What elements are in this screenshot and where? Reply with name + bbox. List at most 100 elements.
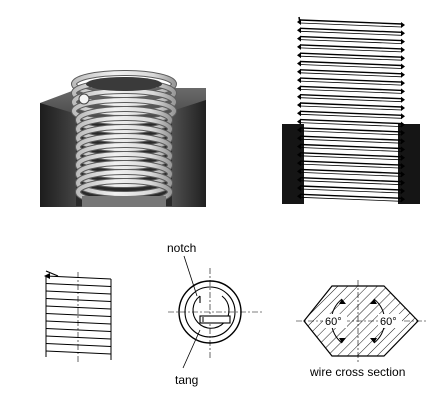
coil-turn-edge [299, 47, 403, 53]
tang-leader [182, 329, 201, 369]
coil-turn [299, 27, 403, 33]
coil-turn [299, 177, 403, 183]
coil-ring-highlight [76, 143, 172, 169]
insert-coil-section [297, 19, 405, 203]
notch-label: notch [167, 241, 196, 255]
coil-turn [299, 60, 403, 67]
coil-tip-left [297, 27, 301, 34]
coil-tip-left [297, 135, 301, 142]
coil-tip-right [401, 30, 405, 37]
coil-tip-left [297, 60, 301, 67]
coil-tip-right [401, 63, 405, 70]
coil-side-view [44, 270, 112, 364]
coil-turn [299, 94, 403, 100]
coil-tip-left [297, 102, 301, 108]
coil-ring-highlight [76, 152, 172, 178]
coil-ring-highlight [76, 107, 172, 133]
coil-turn [299, 44, 403, 50]
coil-tip-left [297, 185, 301, 191]
coil-turn-edge [299, 188, 403, 194]
coil-turn [299, 110, 403, 116]
coil-tip-right [401, 80, 405, 87]
coil-turn [299, 127, 403, 133]
coil-turn [299, 135, 403, 141]
coil-tip-right [401, 55, 405, 62]
coil-turn-edge [299, 155, 403, 161]
tang-label: tang [175, 373, 198, 387]
wire-cross-section [296, 280, 426, 362]
coil-ring-highlight [76, 116, 172, 142]
coil-turn [299, 152, 403, 158]
coil-turn [299, 118, 403, 125]
coil-tip-left [297, 176, 301, 183]
coil-tip-left [297, 126, 301, 133]
side-coil-turn [45, 320, 112, 325]
coil-turn [299, 52, 403, 58]
coil-turn-edge [299, 130, 403, 136]
coil-tip-left [297, 143, 301, 150]
coil-tip-right [401, 146, 405, 153]
coil-tip-left [297, 110, 301, 117]
tang-top [298, 16, 301, 24]
coil-turn-edge [299, 55, 403, 61]
coil-tip-right [401, 96, 405, 103]
coil-turn-edge [299, 72, 403, 78]
coil-ring-highlight [76, 170, 172, 196]
side-coil-turn [45, 305, 112, 310]
coil-turn [299, 19, 403, 25]
coil-tip-right [401, 46, 405, 53]
side-tang [45, 270, 59, 277]
side-coil-turn [45, 290, 112, 295]
coil-tip-left [297, 160, 301, 167]
coil-tip-left [297, 52, 301, 59]
coil-ring-highlight [76, 161, 172, 187]
coil-turn-edge [299, 122, 403, 127]
coil-tip-right [401, 121, 405, 128]
coil-ring-highlight [72, 98, 176, 124]
coil-tip-right [401, 129, 405, 136]
coil-turn-edge [299, 97, 403, 103]
block-left-section [282, 124, 304, 204]
coil-turn-edge [299, 172, 403, 177]
coil-tip-left [297, 193, 301, 200]
inner-ring [184, 286, 236, 338]
coil-turn-edge [299, 138, 403, 144]
side-coil-turn [45, 298, 112, 302]
tang-end [199, 315, 231, 324]
coil-tip-right [401, 38, 405, 45]
side-coil-turn [45, 335, 112, 340]
coil-turn-edge [299, 147, 403, 152]
coil-turn-edge [299, 105, 403, 111]
coil-turn [299, 185, 403, 191]
coil-tip-left [297, 118, 301, 125]
coil-turn [299, 69, 403, 75]
side-coil-turn [45, 328, 112, 332]
coil-turn-edge [299, 80, 403, 86]
coil-tip-left [297, 43, 301, 50]
coil-turn-edge [299, 180, 403, 186]
coil-tip-right [401, 196, 405, 203]
coil-tip-right [401, 22, 405, 28]
coil-tip-right [401, 179, 405, 186]
coil-turn-edge [299, 113, 403, 119]
coil-turn [299, 193, 403, 199]
coil-ring-highlight [76, 125, 172, 151]
side-coil-turn [45, 350, 112, 355]
coil-turn-edge [299, 22, 403, 28]
coil-end-view [168, 255, 262, 369]
coil-turn-edge [299, 64, 403, 69]
coil-tip-left [297, 168, 301, 175]
coil-tip-left [297, 85, 301, 92]
coil-turn-edge [299, 89, 403, 94]
coil-tip-right [401, 163, 405, 170]
coil-tip-left [297, 77, 301, 84]
coil-bore [86, 77, 162, 91]
coil-tip-left [297, 93, 301, 100]
coil-tip-right [401, 113, 405, 120]
coil-turn [299, 85, 403, 92]
coil-tip-right [401, 88, 405, 95]
coil-turn [299, 102, 403, 108]
coil-tip-left [297, 151, 301, 158]
installed-insert-photo [40, 70, 206, 207]
